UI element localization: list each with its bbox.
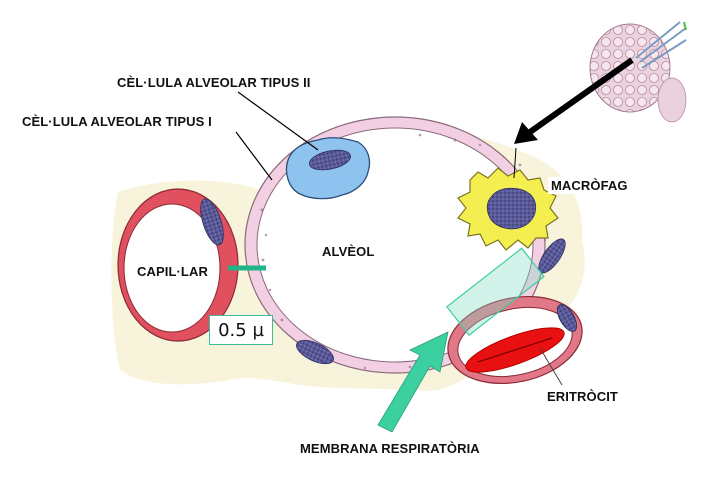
label-type2-cell: CÈL·LULA ALVEOLAR TIPUS II <box>117 75 311 90</box>
endothelial-nucleus <box>296 339 334 365</box>
label-macrophage: MACRÒFAG <box>548 177 631 194</box>
macrophage-nucleus <box>486 187 537 230</box>
bronchiole <box>635 21 687 69</box>
capillary-nucleus <box>556 304 578 332</box>
type1-leader-line <box>235 131 273 181</box>
label-respiratory-membrane: MEMBRANA RESPIRATÒRIA <box>300 441 480 456</box>
label-erythrocyte: ERITRÒCIT <box>547 389 618 404</box>
type2-nucleus <box>308 149 352 171</box>
capillary-nucleus <box>200 198 224 246</box>
label-capillary: CAPIL·LAR <box>134 263 211 280</box>
arrow-head <box>514 122 538 144</box>
macrophage-leader-line <box>513 147 517 179</box>
erythrocyte-center-line <box>477 337 553 363</box>
erythrocyte-leader-line <box>539 347 563 386</box>
membrane-arrow <box>377 331 449 433</box>
label-type1-cell: CÈL·LULA ALVEOLAR TIPUS I <box>22 114 212 129</box>
scale-label-box: 0.5 µ <box>209 315 273 345</box>
respiratory-membrane-highlight <box>446 247 545 336</box>
macrophage-pointer-arrow <box>528 57 634 135</box>
label-alveolus: ALVÈOL <box>322 244 375 259</box>
type2-leader-line <box>237 91 319 151</box>
